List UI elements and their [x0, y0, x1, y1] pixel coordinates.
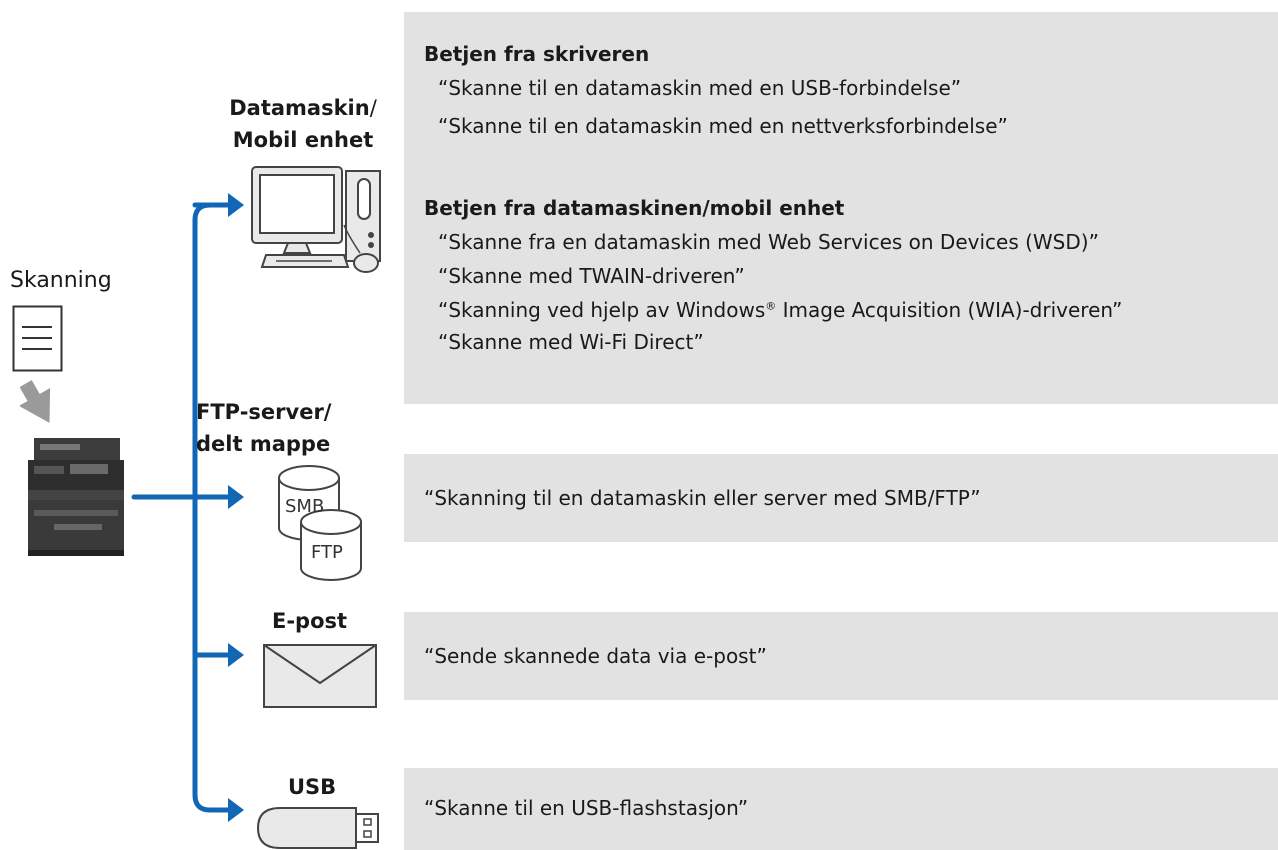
arrow-usb [228, 798, 244, 822]
computer-label-line2: Mobil enhet [232, 128, 374, 152]
computer-item-wia-end: Image Acquisition (WIA)-driveren” [776, 298, 1123, 322]
database-icon: SMB FTP [278, 465, 362, 581]
server-label: FTP-server/ delt mappe [196, 396, 331, 460]
connector-lines [131, 202, 235, 813]
server-label-line1: FTP-server/ [196, 400, 332, 424]
arrow-server [228, 485, 244, 509]
computer-item-wifi: “Skanne med Wi-Fi Direct” [438, 330, 704, 354]
server-panel: “Skanning til en datamaskin eller server… [404, 454, 1278, 542]
computer-icon [251, 166, 381, 273]
computer-item-wia: “Skanning ved hjelp av Windows® Image Ac… [438, 298, 1122, 322]
printer-icon [28, 438, 124, 556]
computer-label-slash: / [369, 96, 377, 120]
computer-label: Datamaskin/ Mobil enhet [220, 92, 386, 156]
usb-label: USB [288, 775, 337, 799]
email-panel: “Sende skannede data via e-post” [404, 612, 1278, 700]
computer-item-wsd: “Skanne fra en datamaskin med Web Servic… [438, 230, 1099, 254]
server-label-line2: delt mappe [196, 432, 331, 456]
arrow-computer [228, 193, 244, 217]
email-item: “Sende skannede data via e-post” [424, 644, 767, 668]
usb-drive-icon [256, 807, 379, 849]
document-icon [12, 305, 63, 372]
computer-panel: Betjen fra skriveren “Skanne til en data… [404, 12, 1278, 404]
computer-item-network: “Skanne til en datamaskin med en nettver… [438, 114, 1008, 138]
computer-item-wia-start: “Skanning ved hjelp av Windows [438, 298, 766, 322]
group-heading-printer: Betjen fra skriveren [424, 42, 650, 66]
usb-panel: “Skanne til en USB-flashstasjon” [404, 768, 1278, 850]
usb-item: “Skanne til en USB-flashstasjon” [424, 796, 749, 820]
computer-item-usb: “Skanne til en datamaskin med en USB-for… [438, 76, 962, 100]
ftp-cylinder [300, 509, 362, 581]
trunk-line [192, 202, 213, 813]
envelope-icon [263, 644, 377, 708]
source-label: Skanning [10, 268, 112, 293]
scan-arrow-icon [20, 380, 51, 423]
email-label: E-post [272, 609, 348, 633]
registered-mark: ® [765, 299, 777, 313]
server-item: “Skanning til en datamaskin eller server… [424, 486, 981, 510]
group-heading-computer: Betjen fra datamaskinen/mobil enhet [424, 196, 845, 220]
computer-item-twain: “Skanne med TWAIN-driveren” [438, 264, 745, 288]
smb-text: SMB [285, 496, 324, 517]
arrow-email [228, 643, 244, 667]
ftp-text: FTP [311, 542, 343, 563]
computer-label-main: Datamaskin [229, 96, 370, 120]
